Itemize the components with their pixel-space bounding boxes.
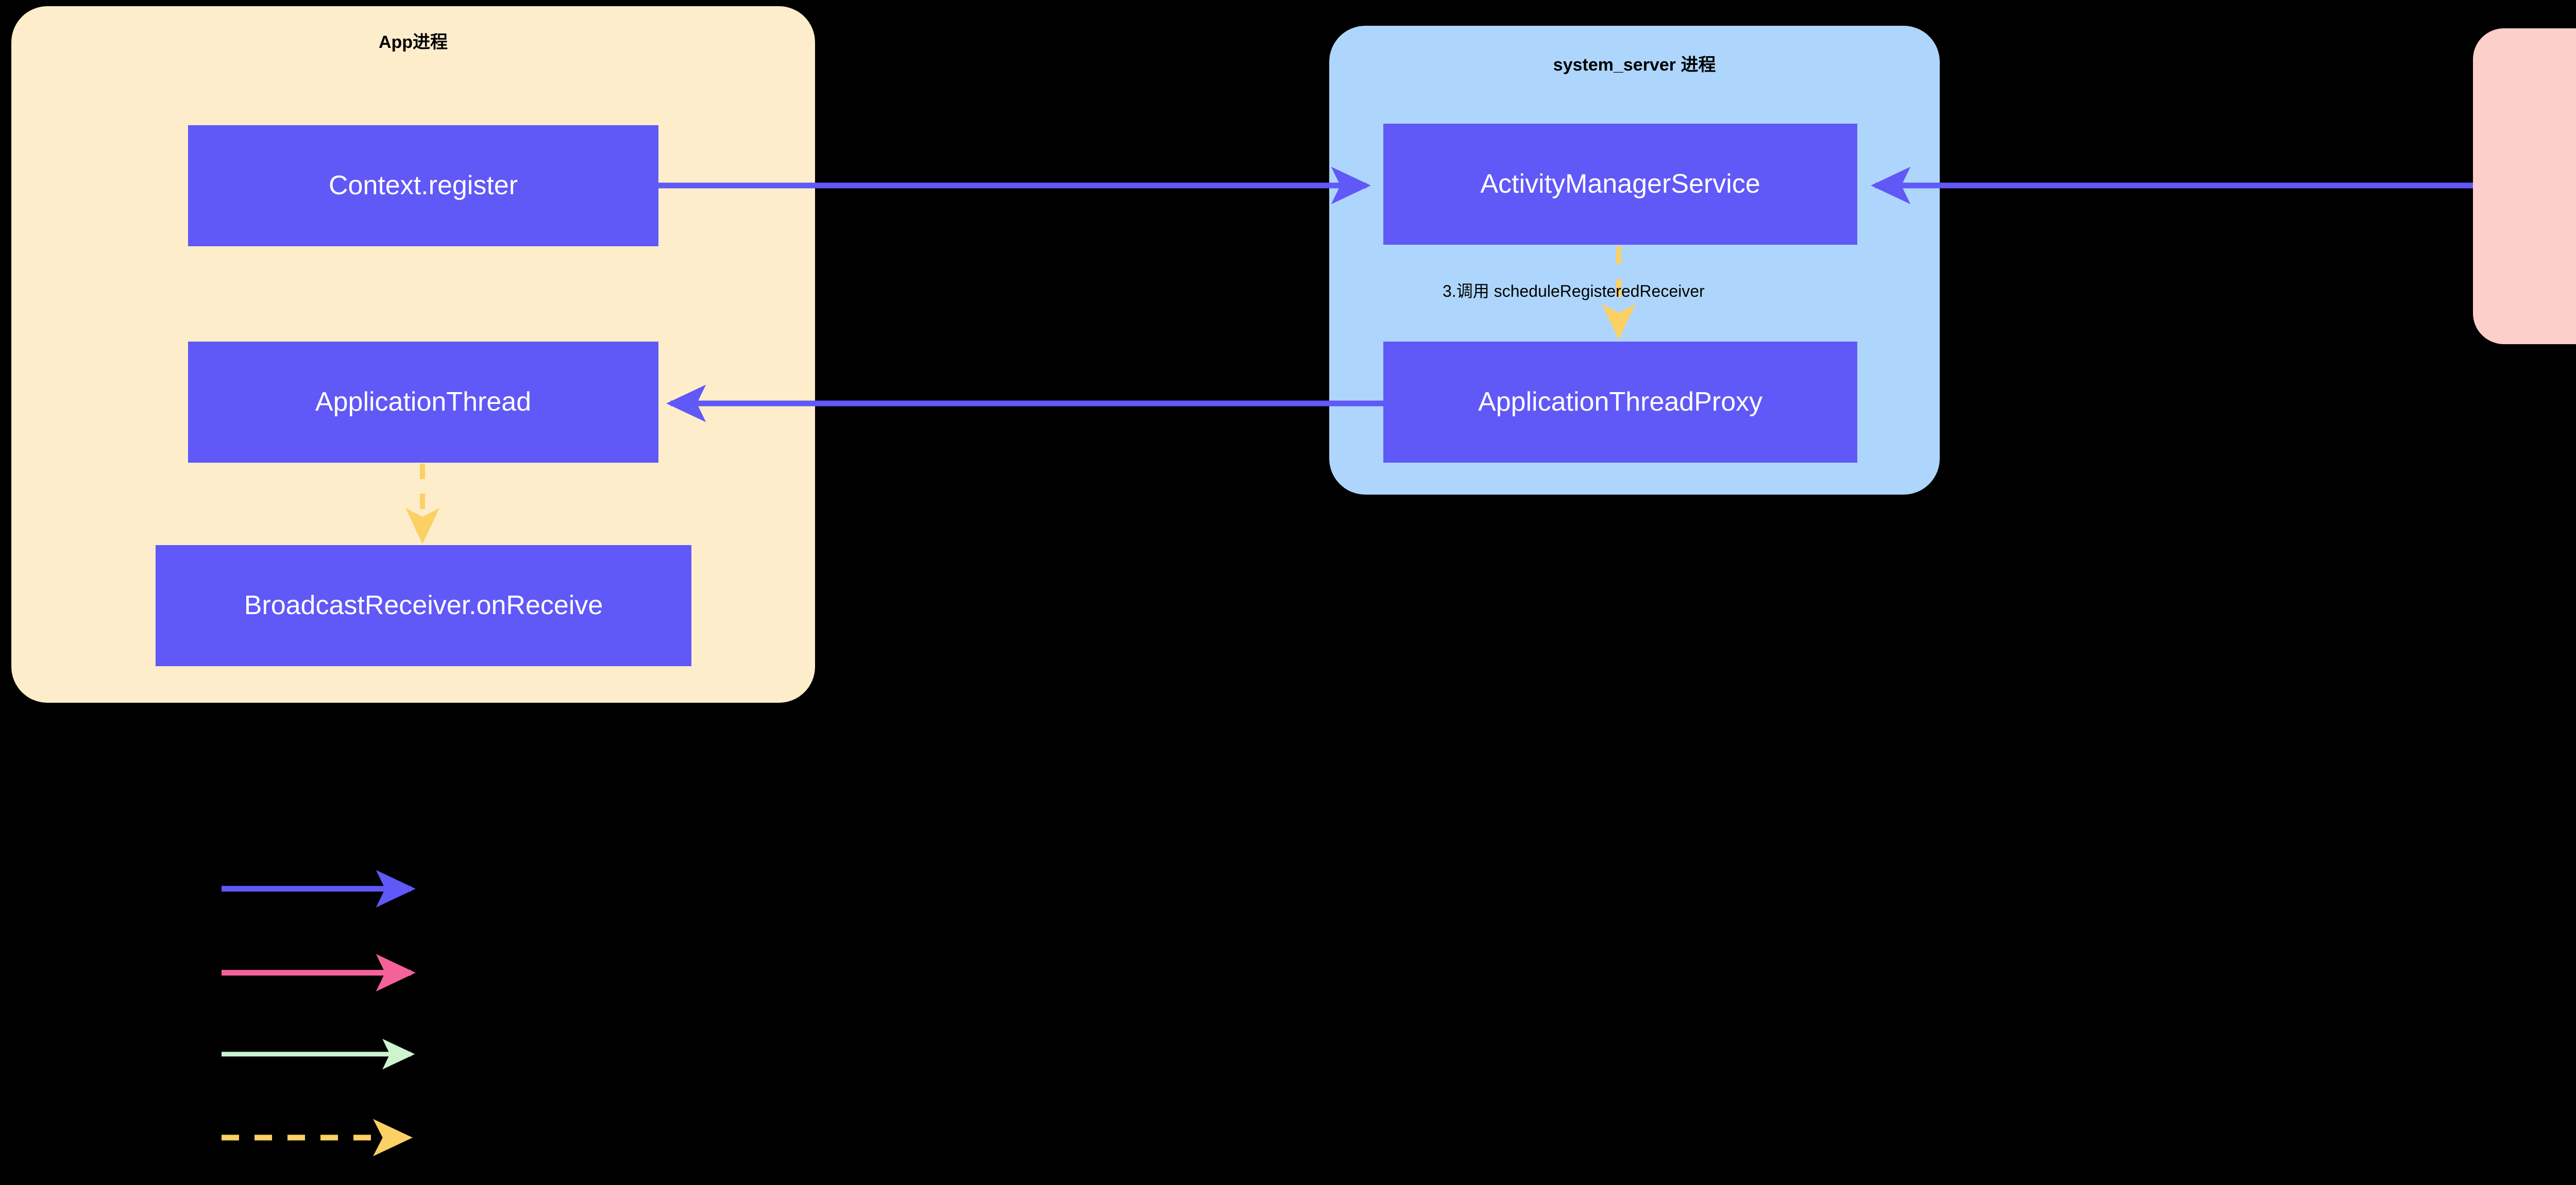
node-application-thread-proxy-label: ApplicationThreadProxy <box>1478 386 1763 417</box>
node-context-register[interactable]: Context.register <box>188 125 658 246</box>
edge-label-schedule-registered-receiver: 3.调用 scheduleRegisteredReceiver <box>1443 282 1705 300</box>
node-context-register-label: Context.register <box>328 170 518 200</box>
node-application-thread[interactable]: ApplicationThread <box>188 342 658 463</box>
container-system-server-process-title: system_server 进程 <box>1553 55 1716 75</box>
node-broadcast-sender-process[interactable]: 发送广播的进程 <box>2473 28 2576 344</box>
node-application-thread-label: ApplicationThread <box>315 386 532 417</box>
node-broadcast-receiver-onreceive-label: BroadcastReceiver.onReceive <box>244 590 603 620</box>
container-app-process-title: App进程 <box>378 32 448 52</box>
node-activity-manager-service[interactable]: ActivityManagerService <box>1383 124 1857 245</box>
node-activity-manager-service-label: ActivityManagerService <box>1480 168 1760 199</box>
node-broadcast-receiver-onreceive[interactable]: BroadcastReceiver.onReceive <box>156 545 691 666</box>
node-application-thread-proxy[interactable]: ApplicationThreadProxy <box>1383 342 1857 463</box>
